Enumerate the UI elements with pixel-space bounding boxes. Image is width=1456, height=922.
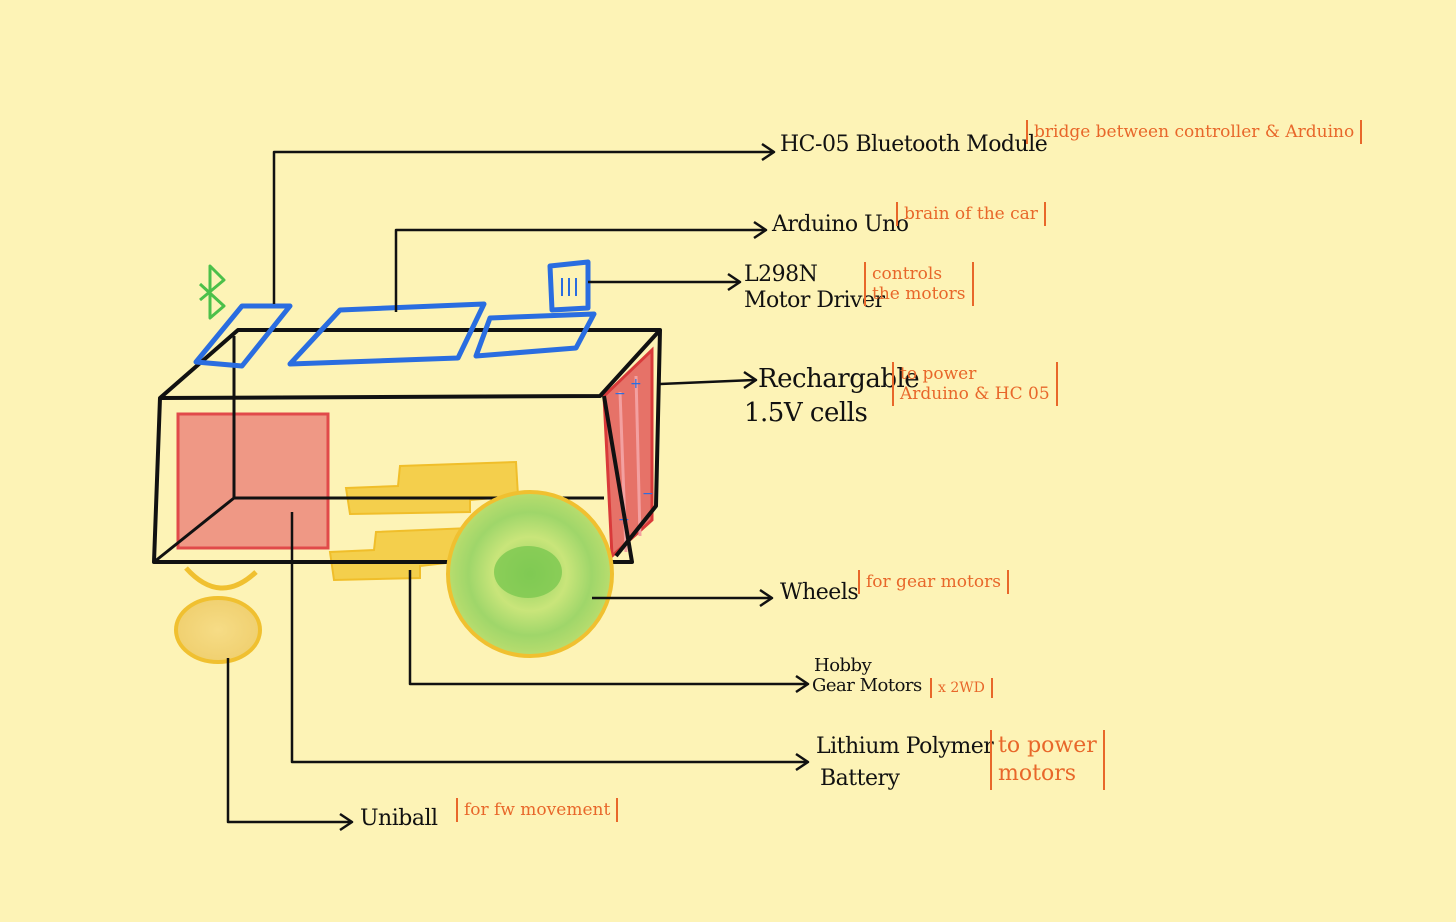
note-hc05: bridge between controller & Arduino	[1026, 120, 1363, 144]
label-l298n-line2: Motor Driver	[744, 288, 885, 313]
cell-divider	[634, 375, 642, 537]
bluetooth-icon	[198, 264, 226, 320]
note-cells: to power Arduino & HC 05	[892, 362, 1058, 406]
note-lipo-line1: to power	[998, 733, 1097, 758]
note-cells-line1: to power	[900, 364, 977, 384]
label-wheels: Wheels	[780, 580, 859, 605]
label-arduino: Arduino Uno	[772, 212, 909, 237]
l298n-board	[473, 311, 597, 359]
note-l298n: controls the motors	[864, 262, 974, 306]
label-uniball: Uniball	[360, 806, 438, 831]
arduino-uno-board	[287, 301, 487, 367]
label-gear-motors-line2: Gear Motors	[812, 675, 922, 696]
note-l298n-line2: the motors	[872, 284, 966, 304]
note-arduino: brain of the car	[896, 202, 1046, 226]
label-gear-motors-line1: Hobby	[814, 655, 872, 676]
leader-lines	[226, 142, 810, 832]
note-wheels: for gear motors	[858, 570, 1009, 594]
cell-minus-icon: −	[614, 386, 626, 402]
car-body	[152, 328, 662, 564]
label-lipo-line2: Battery	[820, 766, 900, 791]
note-l298n-line1: controls	[872, 264, 943, 284]
label-hc05: HC-05 Bluetooth Module	[780, 132, 1048, 157]
cell-minus-icon: −	[642, 486, 654, 502]
uniball	[174, 596, 262, 664]
note-cells-line2: Arduino & HC 05	[900, 384, 1050, 404]
label-cells-line2: 1.5V cells	[744, 398, 868, 428]
l298n-heatsink	[547, 259, 591, 313]
note-lipo-line2: motors	[998, 761, 1076, 786]
label-lipo-line1: Lithium Polymer	[816, 734, 994, 759]
note-gear-motors: x 2WD	[930, 678, 993, 698]
uniball-bracket	[184, 566, 258, 591]
cell-plus-icon: +	[630, 376, 642, 392]
note-uniball: for fw movement	[456, 798, 619, 822]
label-l298n-line1: L298N	[744, 262, 818, 287]
hc05-module	[193, 303, 293, 369]
lipo-battery	[176, 412, 330, 550]
note-lipo: to power motors	[990, 730, 1105, 790]
